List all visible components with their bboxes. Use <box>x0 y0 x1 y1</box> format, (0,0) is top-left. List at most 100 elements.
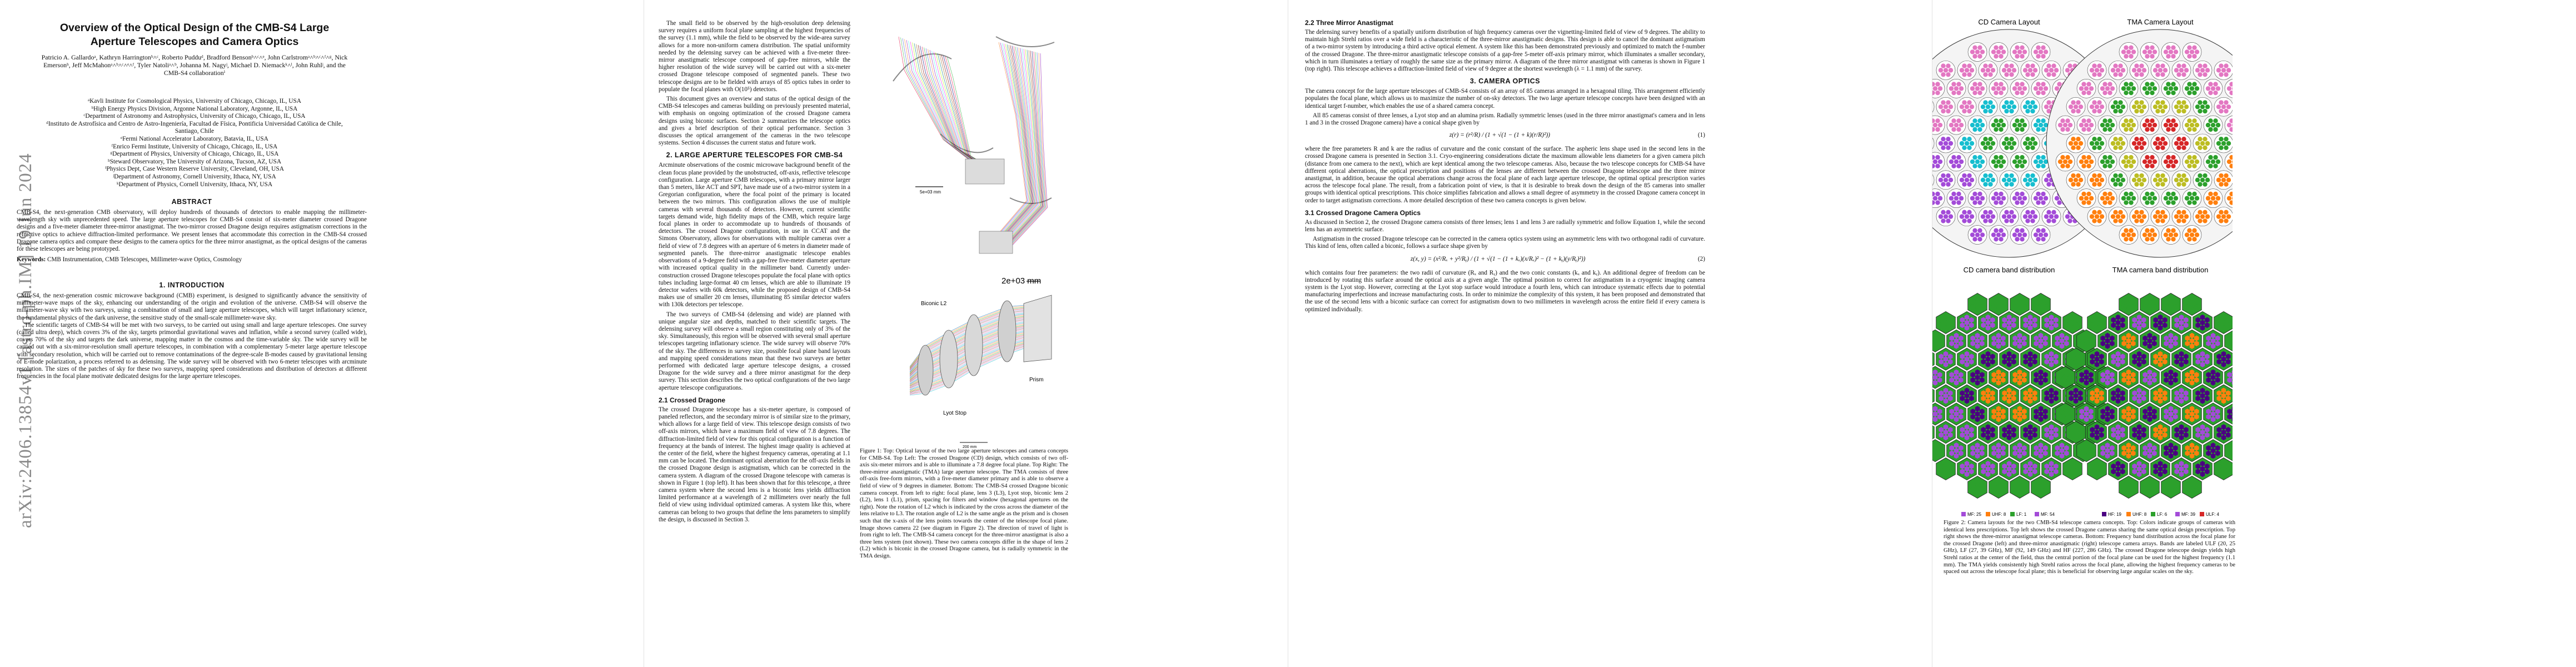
detector-wafer <box>2115 214 2121 219</box>
band-wafer <box>2225 463 2231 469</box>
detector-wafer <box>2198 100 2203 105</box>
band-wafer <box>2084 406 2089 412</box>
band-wafer <box>2141 432 2146 438</box>
band-wafer <box>2109 409 2115 415</box>
band-wafer <box>2065 463 2071 469</box>
detector-wafer <box>2020 237 2025 242</box>
detector-wafer <box>1959 141 1965 146</box>
ray <box>1003 49 1040 245</box>
band-wafer <box>2200 314 2205 320</box>
detector-wafer <box>2134 72 2139 77</box>
band-wafer <box>2204 317 2210 323</box>
band-wafer <box>2053 395 2059 401</box>
detector-wafer <box>2171 191 2176 197</box>
detector-wafer <box>1999 82 2004 87</box>
detector-wafer <box>2147 86 2153 91</box>
camera-hex <box>1932 352 1935 366</box>
detector-wafer <box>2145 45 2150 50</box>
band-wafer <box>2053 354 2059 360</box>
band-wafer <box>2227 341 2233 346</box>
detector-wafer <box>2145 155 2150 160</box>
band-wafer <box>2100 445 2106 451</box>
detector-wafer <box>1956 118 1961 123</box>
detector-wafer <box>2173 122 2179 128</box>
detector-wafer <box>2044 177 2049 183</box>
detector-wafer <box>1943 104 1949 109</box>
detector-wafer <box>1959 122 1964 128</box>
detector-wafer <box>2043 232 2049 237</box>
detector-wafer <box>1972 90 1977 96</box>
detector-wafer <box>2038 159 2044 165</box>
detector-wafer <box>2120 214 2126 219</box>
band-wafer <box>2094 461 2100 467</box>
band-wafer <box>2079 341 2085 346</box>
detector-wafer <box>2017 159 2022 165</box>
band-wafer <box>2042 409 2048 415</box>
band-wafer <box>2130 335 2136 341</box>
detector-wafer <box>1980 49 1985 54</box>
band-wafer <box>1969 395 1974 401</box>
band-wafer <box>2185 481 2190 487</box>
detector-wafer <box>2046 63 2051 68</box>
detector-wafer <box>1999 45 2004 50</box>
detector-wafer <box>1967 137 1972 142</box>
band-wafer <box>1985 314 1991 320</box>
band-wafer <box>1991 335 1997 341</box>
band-wafer <box>2185 341 2190 346</box>
detector-wafer <box>2141 141 2147 146</box>
band-wafer <box>2100 450 2106 456</box>
affiliation: ᶠEnrico Fermi Institute, University of C… <box>111 143 278 150</box>
detector-wafer <box>2142 86 2148 91</box>
detector-wafer <box>1946 218 1951 223</box>
detector-wafer <box>2073 104 2079 109</box>
ray <box>999 46 1035 243</box>
band-wafer <box>2115 361 2121 367</box>
band-wafer <box>1937 372 1942 378</box>
band-wafer <box>2094 435 2100 441</box>
detector-wafer <box>2102 200 2107 205</box>
detector-wafer <box>2030 182 2035 187</box>
section-2-heading: 2. LARGE APERTURE TELESCOPES FOR CMB-S4 <box>666 151 843 160</box>
detector-wafer <box>2076 145 2081 150</box>
cd-primary-mirror <box>893 53 952 82</box>
detector-wafer <box>2155 173 2160 178</box>
band-wafer <box>1937 450 1942 456</box>
band-wafer <box>2151 450 2157 456</box>
band-wafer <box>1991 304 1997 310</box>
detector-wafer <box>2136 68 2142 73</box>
detector-wafer <box>2022 49 2027 54</box>
detector-wafer <box>1988 137 1993 142</box>
detector-wafer <box>2076 108 2081 114</box>
detector-wafer <box>2210 196 2216 201</box>
detector-wafer <box>2009 182 2014 187</box>
band-wafer <box>2126 296 2131 302</box>
band-wafer <box>2162 427 2168 433</box>
band-wafer <box>2126 343 2131 349</box>
band-wafer <box>2012 409 2018 415</box>
detector-wafer <box>1990 177 1996 183</box>
detector-wafer <box>2110 159 2115 165</box>
detector-wafer <box>2187 45 2192 50</box>
band-wafer <box>2136 320 2142 326</box>
detector-wafer <box>2067 159 2073 165</box>
band-wafer <box>2088 445 2094 451</box>
band-wafer <box>2073 424 2079 430</box>
band-wafer <box>2231 407 2233 411</box>
band-wafer <box>2111 359 2116 365</box>
band-wafer <box>2049 424 2054 430</box>
detector-wafer <box>2187 155 2192 160</box>
band-wafer <box>2153 322 2159 328</box>
band-wafer <box>2034 481 2039 487</box>
band-wafer <box>2132 317 2137 323</box>
equation-2-number: (2) <box>1697 255 1705 262</box>
detector-wafer <box>2009 145 2014 150</box>
detector-wafer <box>2184 232 2190 237</box>
band-wafer <box>1958 450 1964 456</box>
band-wafer <box>1975 332 1980 339</box>
band-wafer <box>2126 369 2131 375</box>
detector-wafer <box>1937 122 1943 128</box>
band-wafer <box>2012 377 2018 383</box>
band-wafer <box>2168 307 2174 312</box>
band-wafer <box>2147 447 2153 454</box>
band-wafer <box>2168 484 2174 490</box>
